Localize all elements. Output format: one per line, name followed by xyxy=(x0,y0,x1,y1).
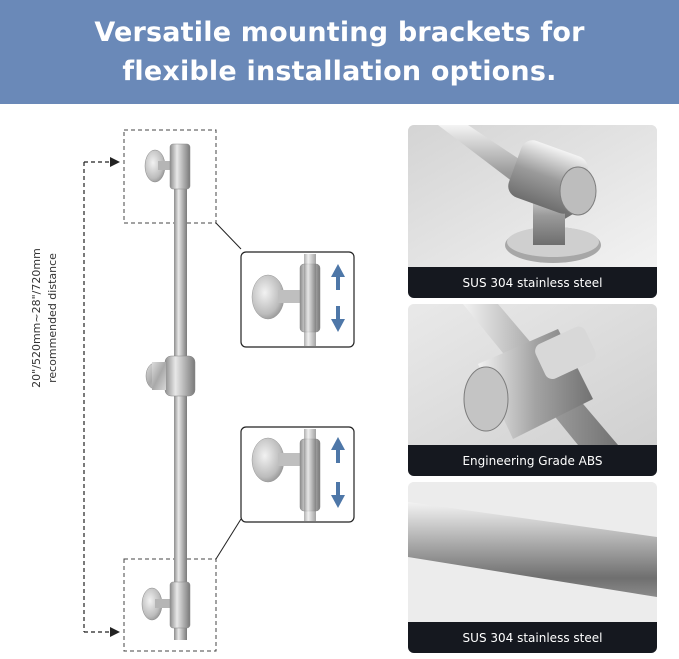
arrow-down-icon xyxy=(331,306,345,332)
dimension-sublabel: recommended distance xyxy=(46,253,59,383)
panel-caption: SUS 304 stainless steel xyxy=(408,267,657,298)
panel-holder: Engineering Grade ABS xyxy=(408,304,657,476)
slider-holder xyxy=(145,355,196,397)
header-banner: Versatile mounting brackets for flexible… xyxy=(0,0,679,104)
top-bracket xyxy=(144,143,191,190)
banner-title: Versatile mounting brackets for flexible… xyxy=(94,17,585,87)
arrow-down-icon xyxy=(331,482,345,508)
arrow-up-icon xyxy=(331,437,345,463)
panel-caption: Engineering Grade ABS xyxy=(408,445,657,476)
top-highlight-box xyxy=(123,129,217,224)
top-detail-callout xyxy=(240,251,355,348)
rod-closeup-photo xyxy=(408,482,657,622)
bottom-detail-callout xyxy=(240,426,355,523)
panel-rod: SUS 304 stainless steel xyxy=(408,482,657,653)
panel-caption: SUS 304 stainless steel xyxy=(408,622,657,653)
slide-bar-illustration xyxy=(83,129,355,652)
dimension-value: 20"/520mm~28"/720mm xyxy=(30,248,43,388)
bottom-bracket xyxy=(141,581,191,629)
panel-bracket: SUS 304 stainless steel xyxy=(408,125,657,298)
wall-bracket-photo xyxy=(408,125,657,267)
dimension-line xyxy=(83,157,120,637)
dimension-label: 20"/520mm~28"/720mm recommended distance xyxy=(29,248,65,388)
slider-holder-photo xyxy=(408,304,657,445)
slide-bar-diagram xyxy=(0,104,400,655)
bottom-highlight-box xyxy=(123,558,217,652)
arrow-up-icon xyxy=(331,264,345,290)
